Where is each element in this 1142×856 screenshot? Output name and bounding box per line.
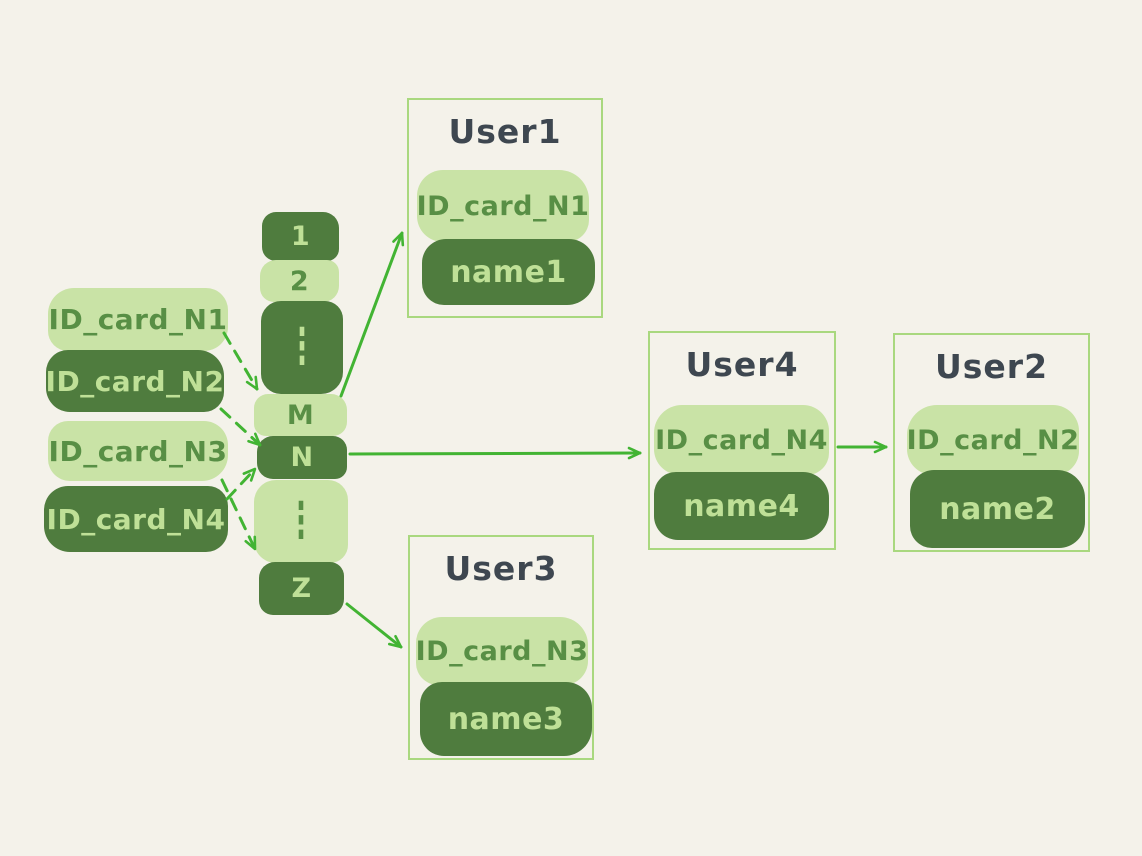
ellipsis-glyph: ⋮: [288, 493, 314, 550]
bucket-2: 2: [260, 260, 339, 302]
bucket-m: M: [254, 394, 347, 436]
bucket-z: Z: [259, 562, 344, 615]
bucket-ellipsis-lower: ⋮: [254, 480, 348, 563]
user4-name-pill: name4: [654, 472, 829, 540]
user1-box: User1 ID_card_N1 name1: [407, 98, 603, 318]
id-card-n2-label: ID_card_N2: [45, 364, 225, 398]
bucket-1: 1: [262, 212, 339, 261]
id-card-n4-pill: ID_card_N4: [44, 486, 228, 552]
arrow-bucket-z-to-user3: [345, 602, 403, 649]
user4-box: User4 ID_card_N4 name4: [648, 331, 836, 550]
user3-title: User3: [444, 549, 558, 588]
user2-box: User2 ID_card_N2 name2: [893, 333, 1090, 552]
bucket-n: N: [257, 436, 347, 479]
id-card-n3-pill: ID_card_N3: [48, 421, 228, 481]
user1-name-pill: name1: [422, 239, 595, 305]
user4-title: User4: [685, 345, 799, 384]
bucket-n-label: N: [290, 442, 314, 473]
user1-title: User1: [448, 112, 562, 151]
bucket-2-label: 2: [289, 265, 310, 297]
user2-name-pill: name2: [910, 470, 1085, 548]
user2-title: User2: [934, 347, 1049, 386]
user1-id-card-pill: ID_card_N1: [417, 170, 589, 242]
user4-id-card-pill: ID_card_N4: [654, 405, 829, 475]
arrow-n1-to-bucket-m: [222, 331, 259, 391]
bucket-ellipsis-upper: ⋮: [261, 301, 343, 394]
arrow-bucket-n-to-user4: [348, 446, 642, 460]
ellipsis-glyph: ⋮: [289, 319, 315, 376]
arrow-bucket-m-to-user1: [339, 231, 405, 398]
user3-name-pill: name3: [420, 682, 592, 756]
user3-id-card-pill: ID_card_N3: [416, 617, 588, 685]
bucket-1-label: 1: [290, 221, 311, 252]
id-card-n4-label: ID_card_N4: [46, 502, 226, 536]
id-card-n1-label: ID_card_N1: [48, 303, 228, 336]
id-card-n3-label: ID_card_N3: [48, 434, 228, 468]
user3-box: User3 ID_card_N3 name3: [408, 535, 594, 760]
bucket-m-label: M: [286, 399, 315, 431]
id-card-n2-pill: ID_card_N2: [46, 350, 224, 412]
arrow-n4-to-bucket-n: [225, 467, 257, 501]
user2-id-card-pill: ID_card_N2: [907, 405, 1079, 475]
bucket-z-label: Z: [291, 573, 312, 604]
id-card-n1-pill: ID_card_N1: [48, 288, 228, 351]
